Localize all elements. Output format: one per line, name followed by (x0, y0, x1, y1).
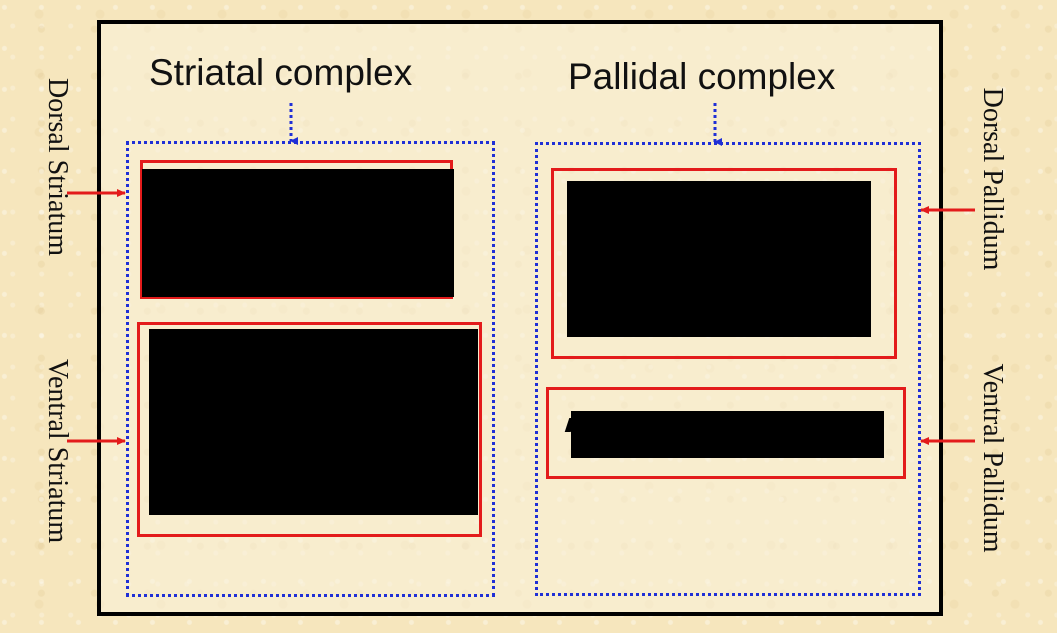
pallidal-complex-title: Pallidal complex (568, 56, 836, 97)
striatal-complex-title: Striatal complex (149, 52, 413, 93)
striatal-complex-box (126, 141, 495, 597)
dorsal-pallidum-label: Dorsal Pallidum (977, 87, 1008, 271)
redacted-block (567, 181, 871, 337)
dorsal-pallidum-region (551, 168, 897, 359)
redacted-block (142, 169, 454, 297)
ventral-striatum-label: Ventral Striatum (42, 358, 73, 544)
redacted-block (149, 329, 478, 515)
ventral-pallidum-region (546, 387, 906, 479)
redacted-block (571, 411, 884, 458)
ventral-striatum-region (137, 322, 482, 537)
ventral-pallidum-label: Ventral Pallidum (977, 363, 1008, 553)
dorsal-striatum-label: Dorsal Striatum (42, 77, 73, 257)
pallidal-complex-box (535, 142, 921, 596)
